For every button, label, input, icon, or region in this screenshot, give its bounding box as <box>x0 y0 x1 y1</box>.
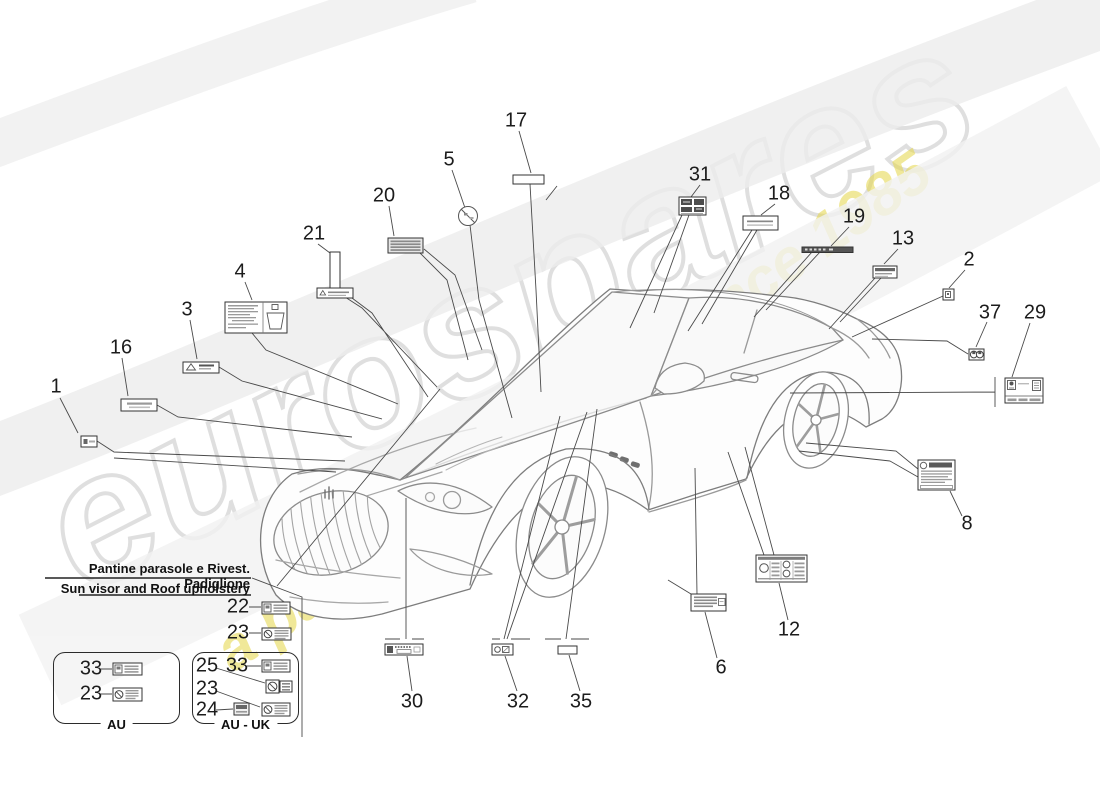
label-sticker-12 <box>755 554 808 583</box>
note-english: Sun visor and Roof upholstery <box>60 581 250 596</box>
au-callout-23: 23 <box>79 682 103 705</box>
label-sticker-20 <box>387 237 424 254</box>
label-sticker-23-au <box>112 687 143 702</box>
callout-21: 21 <box>302 222 326 245</box>
callout-1: 1 <box>50 375 62 398</box>
callout-35: 35 <box>569 690 593 713</box>
callout-18: 18 <box>767 182 791 205</box>
car-illustration <box>260 288 903 620</box>
callout-16: 16 <box>109 336 133 359</box>
au-callout-33: 33 <box>79 657 103 680</box>
callout-23: 23 <box>226 621 250 644</box>
label-sticker-33-auuk <box>261 659 291 673</box>
callout-4: 4 <box>234 260 246 283</box>
note-italian: Pantine parasole e Rivest. Padiglione <box>88 561 250 591</box>
label-sticker-23 <box>261 627 292 641</box>
label-sticker-18 <box>742 215 779 231</box>
callout-5: 5 <box>443 148 455 171</box>
label-sticker-22 <box>261 601 291 615</box>
heading-underlines <box>45 577 251 596</box>
label-sticker-24-auuk <box>233 702 250 716</box>
callout-22: 22 <box>226 595 250 618</box>
label-sticker-33-au <box>112 662 143 676</box>
callout-29: 29 <box>1023 301 1047 324</box>
leader-lines <box>59 130 1031 737</box>
callout-19: 19 <box>842 205 866 228</box>
label-sticker-21 <box>316 251 354 299</box>
label-sticker-25-auuk <box>265 679 293 694</box>
label-sticker-6 <box>690 593 727 612</box>
callout-31: 31 <box>688 163 712 186</box>
callout-13: 13 <box>891 227 915 250</box>
group-box-au-uk-label: AU - UK <box>213 717 278 732</box>
callout-37: 37 <box>978 301 1002 324</box>
callout-17: 17 <box>504 109 528 132</box>
auuk-callout-25: 25 <box>195 654 219 677</box>
group-box-au: AU <box>53 652 180 732</box>
label-sticker-13 <box>872 265 898 279</box>
label-sticker-31 <box>678 196 707 216</box>
callout-32: 32 <box>506 690 530 713</box>
group-box-au-uk: AU - UK <box>192 652 299 732</box>
sticker-labels <box>80 174 1044 717</box>
label-sticker-4 <box>224 301 288 334</box>
callout-3: 3 <box>181 298 193 321</box>
label-sticker-2 <box>942 288 955 301</box>
label-sticker-29 <box>1004 377 1044 404</box>
callout-30: 30 <box>400 690 424 713</box>
label-sticker-1 <box>80 435 98 448</box>
label-sticker-30 <box>384 643 424 656</box>
callout-6: 6 <box>715 656 727 679</box>
label-sticker-3 <box>182 361 220 374</box>
auuk-callout-33: 33 <box>225 654 249 677</box>
callout-20: 20 <box>372 184 396 207</box>
label-sticker-23-auuk <box>261 702 291 717</box>
label-sticker-19 <box>801 246 854 253</box>
label-sticker-17 <box>512 174 545 185</box>
label-sticker-32 <box>491 643 514 656</box>
callout-2: 2 <box>963 248 975 271</box>
callout-12: 12 <box>777 618 801 641</box>
auuk-callout-24: 24 <box>195 698 219 721</box>
label-sticker-37 <box>968 348 985 361</box>
callout-8: 8 <box>961 512 973 535</box>
label-sticker-35 <box>557 645 578 655</box>
label-sticker-16 <box>120 398 158 412</box>
label-sticker-8 <box>917 459 956 491</box>
auuk-callout-23: 23 <box>195 677 219 700</box>
group-box-au-label: AU <box>100 717 133 732</box>
label-sticker-5 <box>458 206 478 226</box>
